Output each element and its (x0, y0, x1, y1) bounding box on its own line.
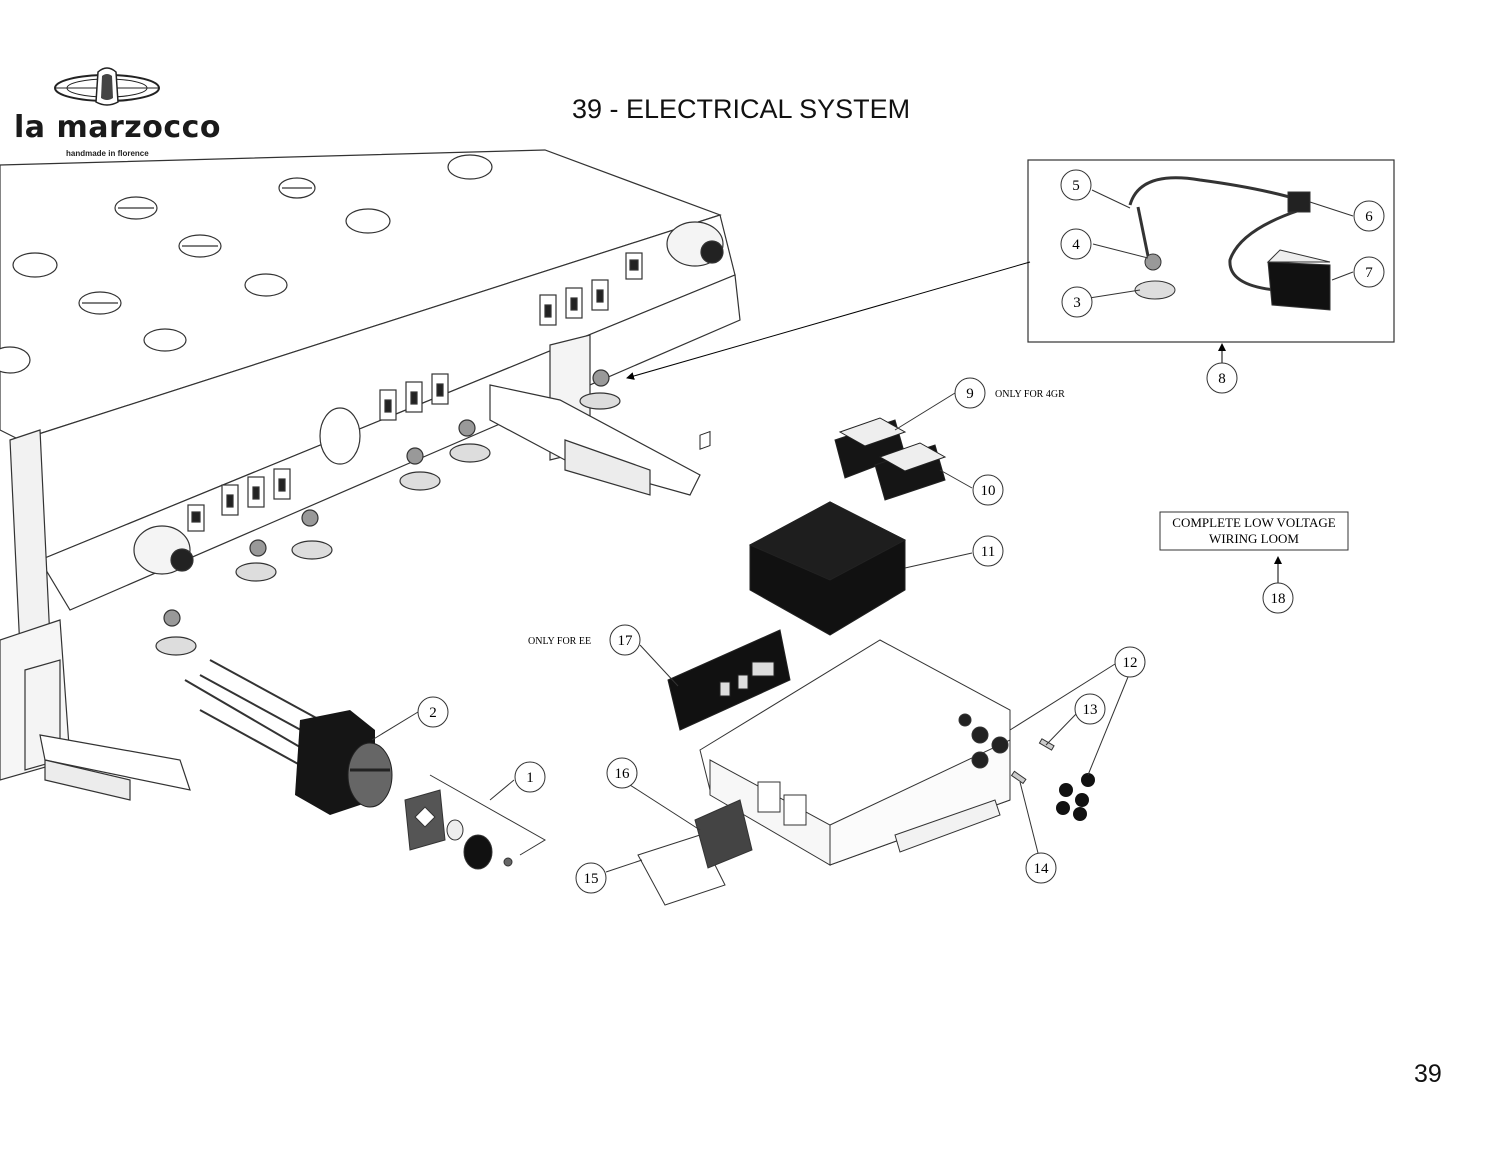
callout-14: 14 (1025, 852, 1057, 884)
callout-circle (972, 535, 1004, 567)
callout-5: 5 (1060, 169, 1092, 201)
callout-number: 15 (584, 871, 599, 887)
display-module-part-17 (667, 430, 791, 731)
callout-6: 6 (1353, 200, 1385, 232)
callout-circle (1206, 362, 1238, 394)
callout-2: 2 (417, 696, 449, 728)
callout-number: 9 (966, 386, 974, 402)
callout-circle (1060, 169, 1092, 201)
callout-number: 2 (429, 705, 437, 721)
callout-number: 1 (526, 770, 534, 786)
callout-number: 12 (1123, 655, 1138, 671)
callout-number: 7 (1365, 265, 1373, 281)
callout-number: 5 (1072, 178, 1080, 194)
loom-label-line1: COMPLETE LOW VOLTAGE (1172, 515, 1335, 530)
control-box-part-11 (748, 501, 907, 636)
callout-9: 9 (954, 377, 986, 409)
callout-circle (1061, 286, 1093, 318)
small-hardware-12-13-14 (1010, 738, 1095, 821)
callout-number: 13 (1083, 702, 1098, 718)
note-only-ee: ONLY FOR EE (528, 636, 591, 647)
callout-10: 10 (972, 474, 1004, 506)
callout-circle (1114, 646, 1146, 678)
callout-circle (606, 757, 638, 789)
brand-name: la marzocco (14, 110, 222, 145)
callout-12: 12 (1114, 646, 1146, 678)
callout-16: 16 (606, 757, 638, 789)
electronics-tray (699, 639, 1011, 866)
callout-8: 8 (1206, 362, 1238, 394)
callout-7: 7 (1353, 256, 1385, 288)
callout-circle (954, 377, 986, 409)
inset-detail-box (1027, 159, 1395, 343)
callout-circle (417, 696, 449, 728)
callout-1: 1 (514, 761, 546, 793)
callout-17: 17 (609, 624, 641, 656)
callout-number: 4 (1072, 237, 1080, 253)
callout-3: 3 (1061, 286, 1093, 318)
callout-circle (575, 862, 607, 894)
callout-circle (1060, 228, 1092, 260)
callout-circle (1353, 200, 1385, 232)
callout-number: 10 (981, 483, 996, 499)
note-only-4gr: ONLY FOR 4GR (995, 389, 1065, 400)
wiring-loom-label: COMPLETE LOW VOLTAGE WIRING LOOM (1159, 511, 1349, 583)
callout-number: 18 (1271, 591, 1286, 607)
callout-circle (972, 474, 1004, 506)
callout-number: 6 (1365, 209, 1373, 225)
inset-pointer-arrow (626, 261, 1031, 380)
knob-assembly-part-1 (404, 774, 546, 870)
callout-4: 4 (1060, 228, 1092, 260)
brand-tagline: handmade in florence (66, 149, 149, 158)
callout-number: 14 (1034, 861, 1050, 877)
callout-number: 17 (618, 633, 634, 649)
callout-18: 18 (1262, 582, 1294, 614)
callout-number: 11 (981, 544, 995, 560)
callout-circle (1353, 256, 1385, 288)
boards-part-15-16 (637, 799, 753, 906)
callout-circle (1074, 693, 1106, 725)
heating-element-part-2 (184, 659, 393, 815)
callout-number: 16 (615, 766, 631, 782)
callout-11: 11 (972, 535, 1004, 567)
callout-13: 13 (1074, 693, 1106, 725)
callout-circle (1262, 582, 1294, 614)
leader-lines (371, 189, 1354, 873)
callout-circle (609, 624, 641, 656)
machine-body (0, 149, 741, 801)
page-title: 39 - ELECTRICAL SYSTEM (572, 94, 911, 124)
callout-circle (1025, 852, 1057, 884)
page-number: 39 (1414, 1060, 1442, 1088)
relays-part-9-10 (834, 417, 947, 501)
loom-label-line2: WIRING LOOM (1209, 531, 1299, 546)
la-marzocco-logo-icon (54, 67, 160, 106)
callout-15: 15 (575, 862, 607, 894)
callout-circle (514, 761, 546, 793)
callout-number: 8 (1218, 371, 1226, 387)
callout-number: 3 (1073, 295, 1081, 311)
